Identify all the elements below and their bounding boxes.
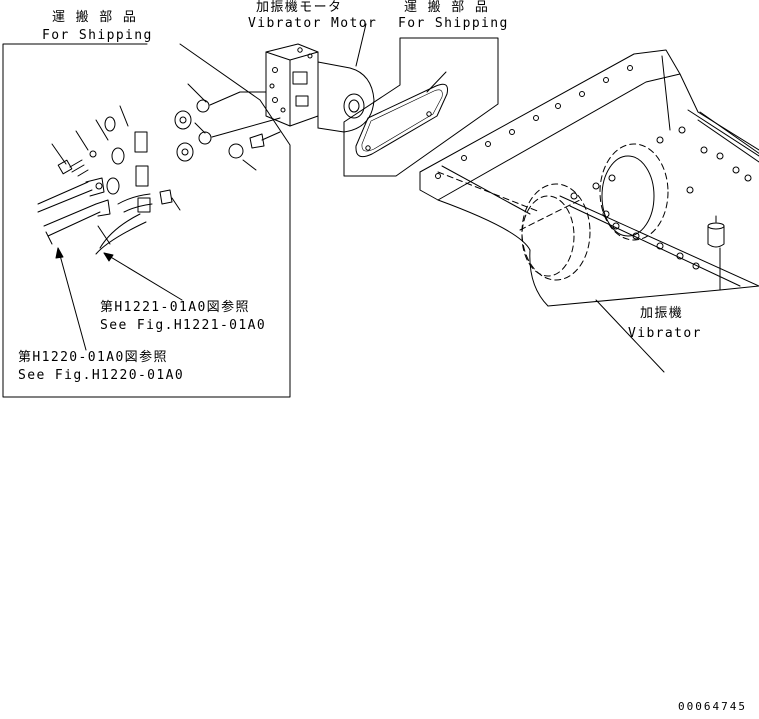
breather-plug bbox=[707, 215, 725, 248]
vibrator-body bbox=[419, 49, 759, 373]
hoses bbox=[37, 177, 153, 255]
reference-h1220-jp: 第H1220-01A0図参照 bbox=[18, 350, 168, 365]
for-shipping-left-en: For Shipping bbox=[42, 28, 153, 43]
vibrator-jp: 加振機 bbox=[640, 306, 684, 321]
vibrator-en: Vibrator bbox=[628, 326, 702, 341]
shipping-frame-left bbox=[2, 43, 291, 398]
vibrator-motor-jp: 加振機モータ bbox=[256, 0, 343, 15]
for-shipping-right-jp: 運 搬 部 品 bbox=[404, 0, 490, 15]
reference-h1221-jp: 第H1221-01A0図参照 bbox=[100, 300, 250, 315]
fittings bbox=[187, 83, 281, 171]
cover-plate bbox=[355, 71, 448, 158]
for-shipping-left-jp: 運 搬 部 品 bbox=[52, 10, 138, 25]
reference-arrows bbox=[55, 247, 183, 351]
flange-clamps bbox=[75, 105, 194, 211]
vibrator-side-bolts bbox=[570, 126, 752, 270]
bolts bbox=[51, 143, 89, 177]
shipping-frame-right bbox=[343, 37, 499, 177]
vibrator-motor-en: Vibrator Motor bbox=[248, 16, 378, 31]
document-number: 00064745 bbox=[678, 700, 747, 713]
for-shipping-right-en: For Shipping bbox=[398, 16, 509, 31]
reference-h1220-en: See Fig.H1220-01A0 bbox=[18, 368, 185, 383]
vibrator-top-holes bbox=[435, 65, 633, 179]
vibrator-motor bbox=[265, 23, 375, 133]
reference-h1221-en: See Fig.H1221-01A0 bbox=[100, 318, 267, 333]
